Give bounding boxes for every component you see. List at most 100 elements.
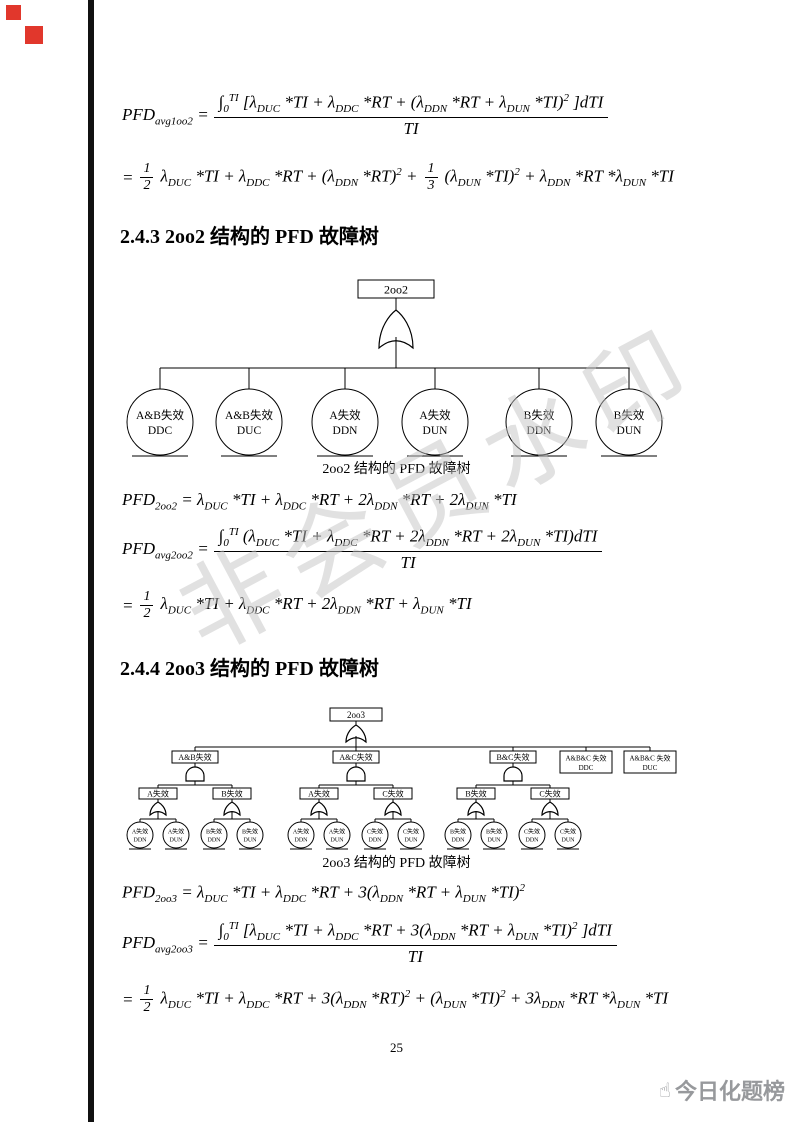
basic-event-label: DDC [148,425,173,437]
equals-sign: = [122,167,134,187]
basic-event-label: DUN [617,425,643,437]
basic-event-label: C失效 [367,828,383,836]
basic-event-label: DDN [526,838,540,844]
basic-event-label: DUN [405,838,419,844]
basic-event-circle [162,821,190,849]
formula-pfd-avg2oo2-expanded: = 1 2 λDUC *TI + λDDC *RT + 2λDDN *RT + … [122,589,472,621]
formula-pfd-avg2oo3-expanded: = 1 2 λDUC *TI + λDDC *RT + 3(λDDN *RT)2… [122,983,669,1015]
basic-event-circle [361,821,389,849]
basic-event-label: DUN [488,838,502,844]
and-gate-icon [346,766,366,782]
basic-event-label: A失效 [168,828,184,836]
basic-event-label: C失效 [560,828,576,836]
gate-box-label: C失效 [539,789,560,799]
red-marker-square [6,5,21,20]
formula-segment: PFD2oo3 = λDUC *TI + λDDC *RT + 3(λDDN *… [122,882,525,906]
fraction-numerator: 1 [140,983,154,1000]
basic-event-label: DDC [579,764,594,772]
fraction-numerator: ∫0TI [λDUC *TI + λDDC *RT + (λDDN *RT + … [213,92,609,119]
fraction-denominator: 2 [143,605,151,621]
basic-event-label: DUC [643,764,658,772]
basic-event-label: DUN [170,838,184,844]
basic-event-label: DUC [237,425,262,437]
formula-pfd-avg1oo2-expanded: = 1 2 λDUC *TI + λDDC *RT + (λDDN *RT)2 … [122,161,674,193]
section-heading-243: 2.4.3 2oo2 结构的 PFD 故障树 [120,226,379,248]
basic-event-label: DUN [244,838,258,844]
gate-box-label: A&B失效 [178,752,211,762]
formula-lhs: PFDavg1oo2 = [122,104,209,127]
section-heading-244: 2.4.4 2oo3 结构的 PFD 故障树 [120,658,379,680]
gate-box-label: A失效 [308,789,330,799]
event-box [559,750,613,774]
basic-event-label: A&B&C 失效 [565,754,606,763]
basic-event-label: A&B失效 [136,408,184,422]
basic-event-label: A&B&C 失效 [629,754,670,763]
gate-box-label: B失效 [465,789,486,799]
fraction-denominator: 2 [143,177,151,193]
basic-event-label: DDN [452,838,466,844]
formula-segment: PFD2oo2 = λDUC *TI + λDDC *RT + 2λDDN *R… [122,490,517,513]
fraction-denominator: TI [407,947,423,967]
basic-event-circle [518,821,546,849]
basic-event-label: A失效 [329,408,361,422]
basic-event-label: DUN [423,425,449,437]
basic-event-label: B失效 [242,828,258,836]
fraction-numerator: 1 [140,161,154,178]
fraction: 1 2 [140,589,154,621]
basic-event-label: DDN [295,838,309,844]
formula-lhs: PFDavg2oo3 = [122,932,209,955]
basic-event-label: B失效 [206,828,222,836]
basic-event-label: DDN [333,425,359,437]
basic-event-circle [215,388,283,456]
fraction: ∫0TI [λDUC *TI + λDDC *RT + (λDDN *RT + … [213,92,609,140]
formula-lhs: PFDavg2oo2 = [122,538,209,561]
gate-box-label: B&C失效 [497,752,530,762]
basic-event-label: C失效 [403,828,419,836]
formula-segment: λDUC *TI + λDDC *RT + 2λDDN *RT + λDUN *… [160,594,472,617]
basic-event-circle [126,388,194,456]
basic-event-label: B失效 [486,828,502,836]
formula-pfd-avg2oo2-def: PFDavg2oo2 = ∫0TI (λDUC *TI + λDDC *RT +… [122,526,603,574]
gate-box-label: 2oo3 [347,710,366,720]
fraction-denominator: TI [403,119,419,139]
fraction-denominator: 3 [427,177,435,193]
basic-event-circle [595,388,663,456]
formula-segment: λDUC *TI + λDDC *RT + 3(λDDN *RT)2 + (λD… [160,988,669,1012]
fraction-numerator: 1 [424,161,438,178]
basic-event-label: DDN [208,838,222,844]
basic-event-label: DDN [527,425,553,437]
basic-event-label: A失效 [419,408,451,422]
basic-event-label: DUN [331,838,345,844]
gate-box-label: C失效 [382,789,403,799]
fraction: 1 2 [140,983,154,1015]
equals-sign: = [122,595,134,615]
gate-box-label: B失效 [221,789,242,799]
basic-event-circle [401,388,469,456]
basic-event-circle [236,821,264,849]
basic-event-circle [480,821,508,849]
publisher-logo-text: 今日化题榜 [674,1079,785,1104]
basic-event-label: A失效 [293,828,309,836]
fraction-denominator: TI [400,553,416,573]
formula-pfd-avg1oo2-def: PFDavg1oo2 = ∫0TI [λDUC *TI + λDDC *RT +… [122,92,609,140]
fault-tree-2oo2: 2oo2A&B失效DDCA&B失效DUCA失效DDNA失效DUNB失效DDNB失… [126,279,663,457]
gate-box-label: A&C失效 [339,752,372,762]
fraction: 1 2 [140,161,154,193]
basic-event-label: B失效 [450,828,466,836]
formula-segment: λDUC *TI + λDDC *RT + (λDDN *RT)2 + [160,166,418,190]
basic-event-circle [505,388,573,456]
basic-event-label: A&B失效 [225,408,273,422]
figure-caption-2oo2: 2oo2 结构的 PFD 故障树 [322,462,471,477]
red-marker-square [25,26,43,44]
fraction-numerator: ∫0TI (λDUC *TI + λDDC *RT + 2λDDN *RT + … [213,526,603,553]
basic-event-label: A失效 [329,828,345,836]
basic-event-label: B失效 [524,408,555,422]
basic-event-circle [323,821,351,849]
publisher-logo: ☝ 今日化题榜 [659,1074,785,1106]
fraction: 1 3 [424,161,438,193]
basic-event-circle [126,821,154,849]
basic-event-circle [287,821,315,849]
basic-event-circle [444,821,472,849]
